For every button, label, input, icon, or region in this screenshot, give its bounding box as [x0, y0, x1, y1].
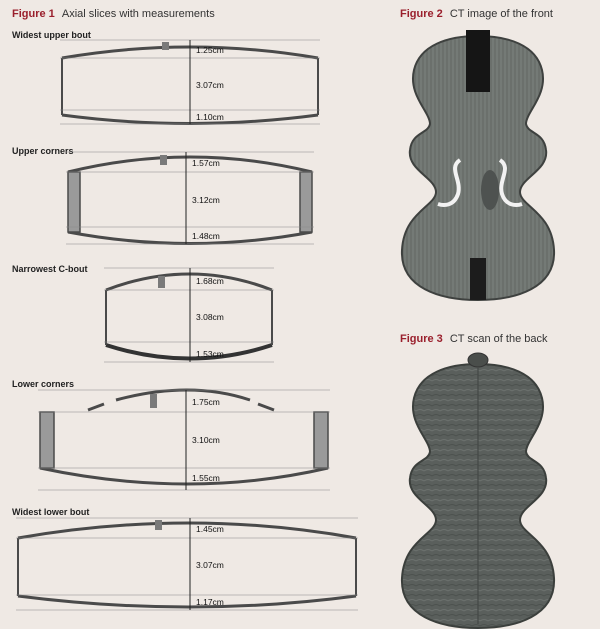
measurement-top: 1.75cm — [192, 397, 220, 407]
slice-outline — [105, 343, 273, 361]
slice-outline — [67, 155, 313, 174]
slice-label-widest-upper-bout: Widest upper bout — [12, 30, 91, 40]
figure1-number: Figure 1 — [12, 8, 55, 20]
slice-outline — [17, 521, 357, 540]
f-hole-right — [498, 158, 523, 207]
bass-bar — [150, 394, 157, 408]
measurement-bottom: 1.10cm — [196, 112, 224, 122]
f-hole-left — [437, 158, 462, 207]
slice-outline — [17, 594, 357, 609]
measurement-bottom: 1.17cm — [196, 597, 224, 607]
slice-label-lower-corners: Lower corners — [12, 379, 75, 389]
slice-widest-upper-bout: 1.25cm 3.07cm 1.10cm — [60, 39, 320, 125]
rib-block — [299, 171, 313, 233]
measurement-middle: 3.08cm — [196, 312, 224, 322]
slice-widest-lower-bout: 1.45cm 3.07cm 1.17cm — [16, 517, 358, 611]
slice-outline — [257, 402, 275, 412]
slice-outline — [87, 402, 105, 412]
measurement-bottom: 1.48cm — [192, 231, 220, 241]
bass-bar — [160, 155, 167, 165]
bass-bar — [162, 42, 169, 50]
slice-outline — [105, 272, 273, 292]
figure2-title: Figure 2 CT image of the front — [400, 8, 553, 20]
bridge-shadow — [481, 170, 499, 210]
measurement-middle: 3.12cm — [192, 195, 220, 205]
rib-block — [67, 171, 81, 233]
bass-bar — [155, 520, 162, 530]
slice-lower-corners: 1.75cm 3.10cm 1.55cm — [38, 388, 330, 491]
slice-label-upper-corners: Upper corners — [12, 146, 74, 156]
measurement-bottom: 1.53cm — [196, 349, 224, 359]
measurement-middle: 3.07cm — [196, 560, 224, 570]
measurement-top: 1.57cm — [192, 158, 220, 168]
measurement-middle: 3.07cm — [196, 80, 224, 90]
measurement-bottom: 1.55cm — [192, 473, 220, 483]
rib-block — [39, 411, 55, 469]
figure3-number: Figure 3 — [400, 333, 443, 345]
slice-label-narrowest-c-bout: Narrowest C-bout — [12, 264, 88, 274]
button — [467, 352, 489, 368]
slice-label-widest-lower-bout: Widest lower bout — [12, 507, 90, 517]
slice-narrowest-c-bout: 1.68cm 3.08cm 1.53cm — [104, 267, 274, 363]
slice-outline — [39, 466, 329, 486]
slice-outline — [115, 388, 251, 402]
figure2-number: Figure 2 — [400, 8, 443, 20]
measurement-top: 1.45cm — [196, 524, 224, 534]
figure1-title: Figure 1 Axial slices with measurements — [12, 8, 215, 20]
slice-upper-corners: 1.57cm 3.12cm 1.48cm — [66, 151, 314, 245]
slice-outline — [67, 230, 313, 245]
ct-back-image — [400, 352, 556, 629]
figure1-caption: Axial slices with measurements — [61, 8, 215, 20]
figure3-caption: CT scan of the back — [449, 333, 548, 345]
measurement-middle: 3.10cm — [192, 435, 220, 445]
tailpiece — [470, 258, 486, 300]
rib-block — [313, 411, 329, 469]
figure2-caption: CT image of the front — [449, 8, 553, 20]
bass-bar — [158, 276, 165, 288]
measurement-top: 1.68cm — [196, 276, 224, 286]
figure3-title: Figure 3 CT scan of the back — [400, 333, 547, 345]
ct-front-image — [400, 30, 556, 301]
measurement-top: 1.25cm — [196, 45, 224, 55]
fingerboard — [466, 30, 490, 92]
